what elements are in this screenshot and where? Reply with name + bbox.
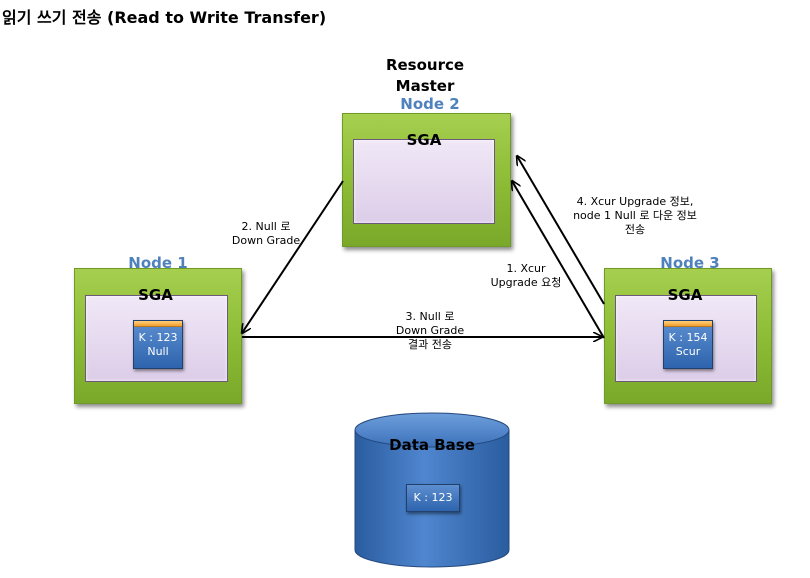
resource-master-line2: Master (395, 77, 455, 95)
node2-label: Node 2 (400, 95, 460, 113)
database-data-block: K : 123 (406, 484, 460, 512)
database-label: Data Base (389, 436, 475, 454)
node2-sga: SGA (353, 131, 495, 224)
step4-line1: 4. Xcur Upgrade 정보, (576, 195, 694, 208)
step2-label: 2. Null 로 Down Grade (216, 220, 316, 248)
step2-line2: Down Grade (231, 234, 301, 247)
node3-block-header (664, 321, 712, 327)
node1-data-block: K : 123 Null (133, 320, 183, 369)
node1-block-state: Null (147, 345, 169, 358)
step3-line2: Down Grade (395, 324, 465, 337)
node1-label: Node 1 (128, 254, 188, 272)
node3-sga-label: SGA (667, 286, 703, 304)
node1-sga-label: SGA (138, 286, 173, 304)
node1-block-header (134, 321, 182, 327)
node3-block-state: Scur (675, 345, 701, 358)
step3-line1: 3. Null 로 (405, 310, 455, 323)
step3-label: 3. Null 로 Down Grade 결과 전송 (370, 310, 490, 352)
node3-label: Node 3 (660, 254, 720, 272)
resource-master-label: Resource Master (365, 55, 485, 97)
arrow-step4 (517, 156, 605, 305)
node1-block-key: K : 123 (138, 331, 178, 344)
arrow-step1 (512, 181, 605, 339)
step4-line2: node 1 Null 로 다운 정보 (573, 209, 697, 222)
step4-line3: 전송 (624, 223, 646, 236)
step2-line1: 2. Null 로 (241, 220, 291, 233)
arrow-step2 (242, 180, 344, 333)
step1-line2: Upgrade 요청 (490, 276, 562, 289)
node3-data-block: K : 154 Scur (663, 320, 713, 369)
step4-label: 4. Xcur Upgrade 정보, node 1 Null 로 다운 정보 … (555, 195, 715, 237)
node3-block-key: K : 154 (668, 331, 708, 344)
step1-label: 1. Xcur Upgrade 요청 (476, 262, 576, 290)
page-title: 읽기 쓰기 전송 (Read to Write Transfer) (2, 8, 327, 27)
node2-sga-label: SGA (406, 131, 442, 149)
database-block-key: K : 123 (413, 491, 453, 504)
step3-line3: 결과 전송 (408, 338, 452, 351)
step1-line1: 1. Xcur (506, 262, 546, 275)
resource-master-line1: Resource (385, 56, 465, 74)
